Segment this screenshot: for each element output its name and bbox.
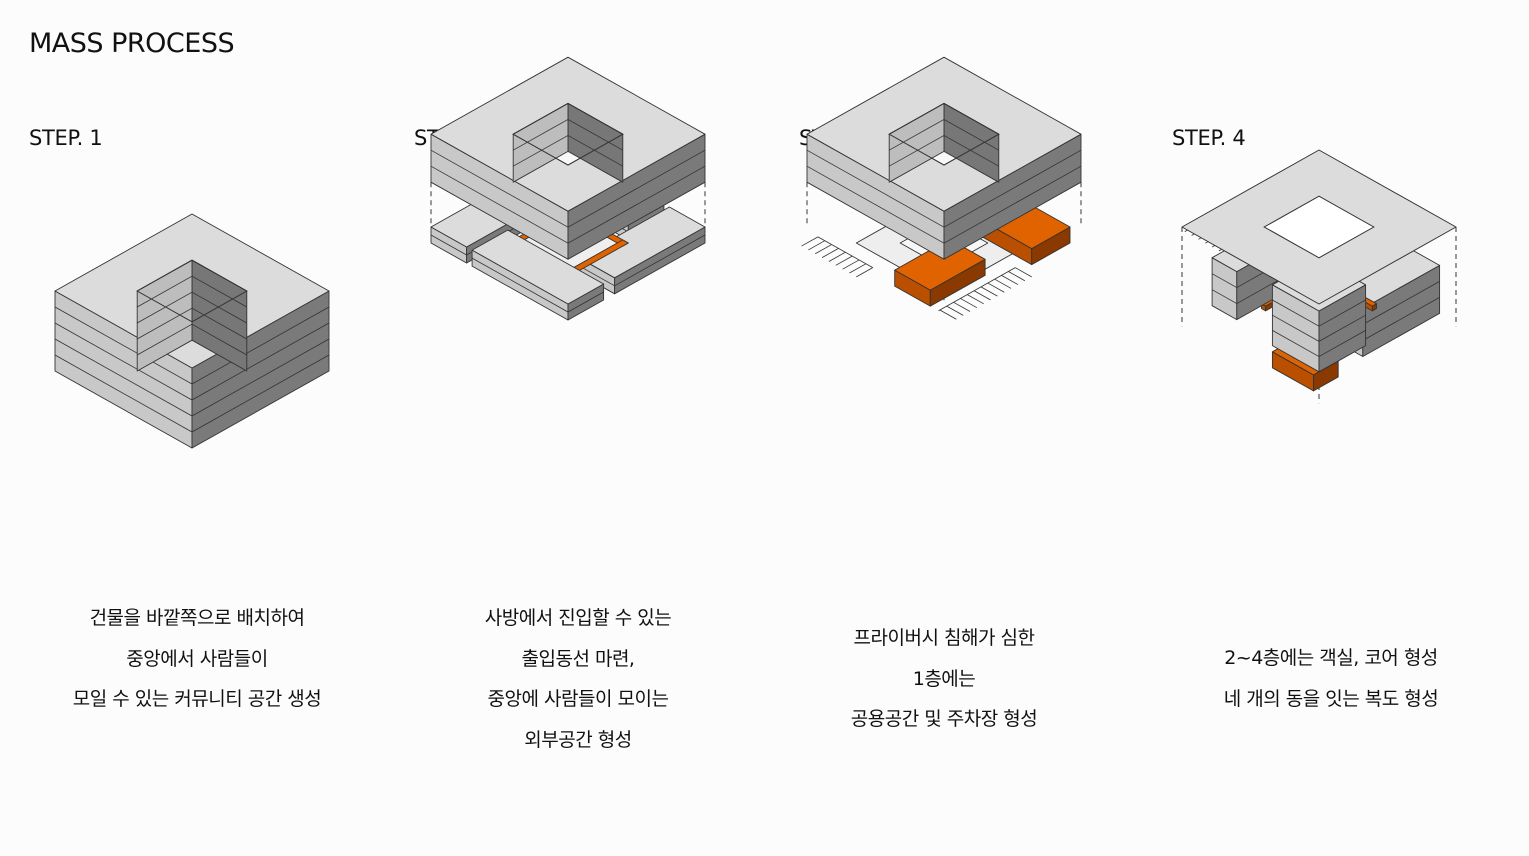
step3-upper-mass-inner-floor-line	[889, 134, 999, 167]
step4-core-south-floor-line	[1272, 299, 1366, 327]
caption-line: 공용공간 및 주차장 형성	[850, 708, 1038, 730]
step-1-caption: 건물을 바깥쪽으로 배치하여 중앙에서 사람들이 모일 수 있는 커뮤니티 공간…	[7, 598, 387, 720]
step-4-mass-diagram	[1181, 149, 1457, 404]
step2-upper-mass-courtyard-edge	[512, 102, 624, 166]
step1-mass-floor-line	[54, 354, 330, 433]
parking-hatch	[849, 263, 867, 274]
step1-mass-inner-floor-line	[137, 275, 247, 308]
step-1-label: STEP. 1	[29, 126, 103, 150]
caption-line: 출입동선 마련,	[521, 647, 635, 670]
caption-line: 건물을 바깥쪽으로 배치하여	[89, 607, 305, 629]
caption-line: 외부공간 형성	[524, 728, 632, 751]
step3-public-block-south-top-face	[894, 238, 986, 291]
step4-core-south-floor-line	[1272, 314, 1366, 342]
step-3-caption: 프라이버시 침해가 심한 1층에는 공용공간 및 주차장 형성	[754, 618, 1134, 740]
step2-upper-mass-floor-line	[430, 149, 706, 228]
page-title: MASS PROCESS	[29, 28, 235, 59]
parking-hatch	[856, 267, 873, 278]
parking-hatch	[946, 305, 964, 316]
step2-block-south-floor-line	[471, 257, 604, 313]
caption-line: 중앙에서 사람들이	[126, 647, 268, 670]
parking-hatch	[994, 278, 1012, 289]
step-2-caption: 사방에서 진입할 수 있는 출입동선 마련, 중앙에 사람들이 모이는 외부공간…	[388, 598, 768, 760]
parking-hatch	[953, 301, 971, 312]
step2-upper-mass-inner-floor-line	[513, 118, 623, 151]
parking-hatch	[939, 309, 957, 320]
parking-hatch	[821, 248, 839, 258]
parking-hatch	[973, 290, 991, 301]
step3-upper-mass-floor-line	[806, 165, 1082, 244]
step3-upper-mass-courtyard-edge	[888, 102, 1000, 166]
parking-hatch	[817, 236, 873, 268]
step-1-mass-diagram	[54, 213, 330, 449]
step2-upper-mass-inner-floor-line	[513, 134, 623, 167]
parking-hatch	[1008, 271, 1026, 282]
parking-hatch	[828, 251, 846, 262]
step-2-mass-diagram	[430, 56, 706, 321]
step-4-caption: 2~4층에는 객실, 코어 형성 네 개의 동을 잇는 복도 형성	[1141, 638, 1521, 719]
parking-hatch	[960, 298, 978, 309]
step-3-mass-diagram	[801, 56, 1082, 320]
parking-hatch	[801, 236, 819, 247]
parking-hatch	[808, 240, 826, 251]
caption-line: 사방에서 진입할 수 있는	[484, 607, 672, 629]
parking-hatch	[815, 244, 832, 255]
parking-hatch	[967, 294, 984, 305]
step1-mass-inner-floor-line	[137, 323, 247, 356]
step3-upper-mass-floor-line	[806, 149, 1082, 228]
step1-mass-floor-line	[54, 306, 330, 385]
parking-hatch	[980, 286, 998, 297]
step4-roof-opening	[1263, 195, 1375, 259]
step2-block-south-top-face	[471, 229, 605, 305]
step3-upper-mass-inner-floor-line	[889, 118, 999, 151]
parking-hatch	[938, 267, 1016, 312]
caption-line: 모일 수 있는 커뮤니티 공간 생성	[72, 688, 322, 710]
parking-hatch	[1001, 274, 1019, 285]
step1-mass-courtyard-edge	[136, 259, 248, 323]
caption-line: 2~4층에는 객실, 코어 형성	[1224, 647, 1438, 669]
caption-line: 프라이버시 침해가 심한	[853, 627, 1035, 649]
caption-line: 1층에는	[912, 667, 976, 690]
step2-block-east-floor-line	[578, 234, 706, 287]
parking-hatch	[835, 255, 853, 266]
parking-hatch	[1015, 267, 1032, 278]
caption-line: 중앙에 사람들이 모이는	[487, 688, 669, 710]
step1-mass-inner-floor-line	[137, 307, 247, 340]
step1-mass-floor-line	[54, 338, 330, 417]
caption-line: 네 개의 동을 잇는 복도 형성	[1223, 687, 1439, 710]
step1-mass-inner-floor-line	[137, 291, 247, 324]
step-4-label: STEP. 4	[1172, 126, 1246, 150]
parking-hatch	[842, 259, 860, 270]
step2-upper-mass-floor-line	[430, 165, 706, 244]
step4-core-south-floor-line	[1272, 330, 1366, 358]
parking-hatch	[987, 282, 1005, 293]
step1-mass-floor-line	[54, 322, 330, 401]
